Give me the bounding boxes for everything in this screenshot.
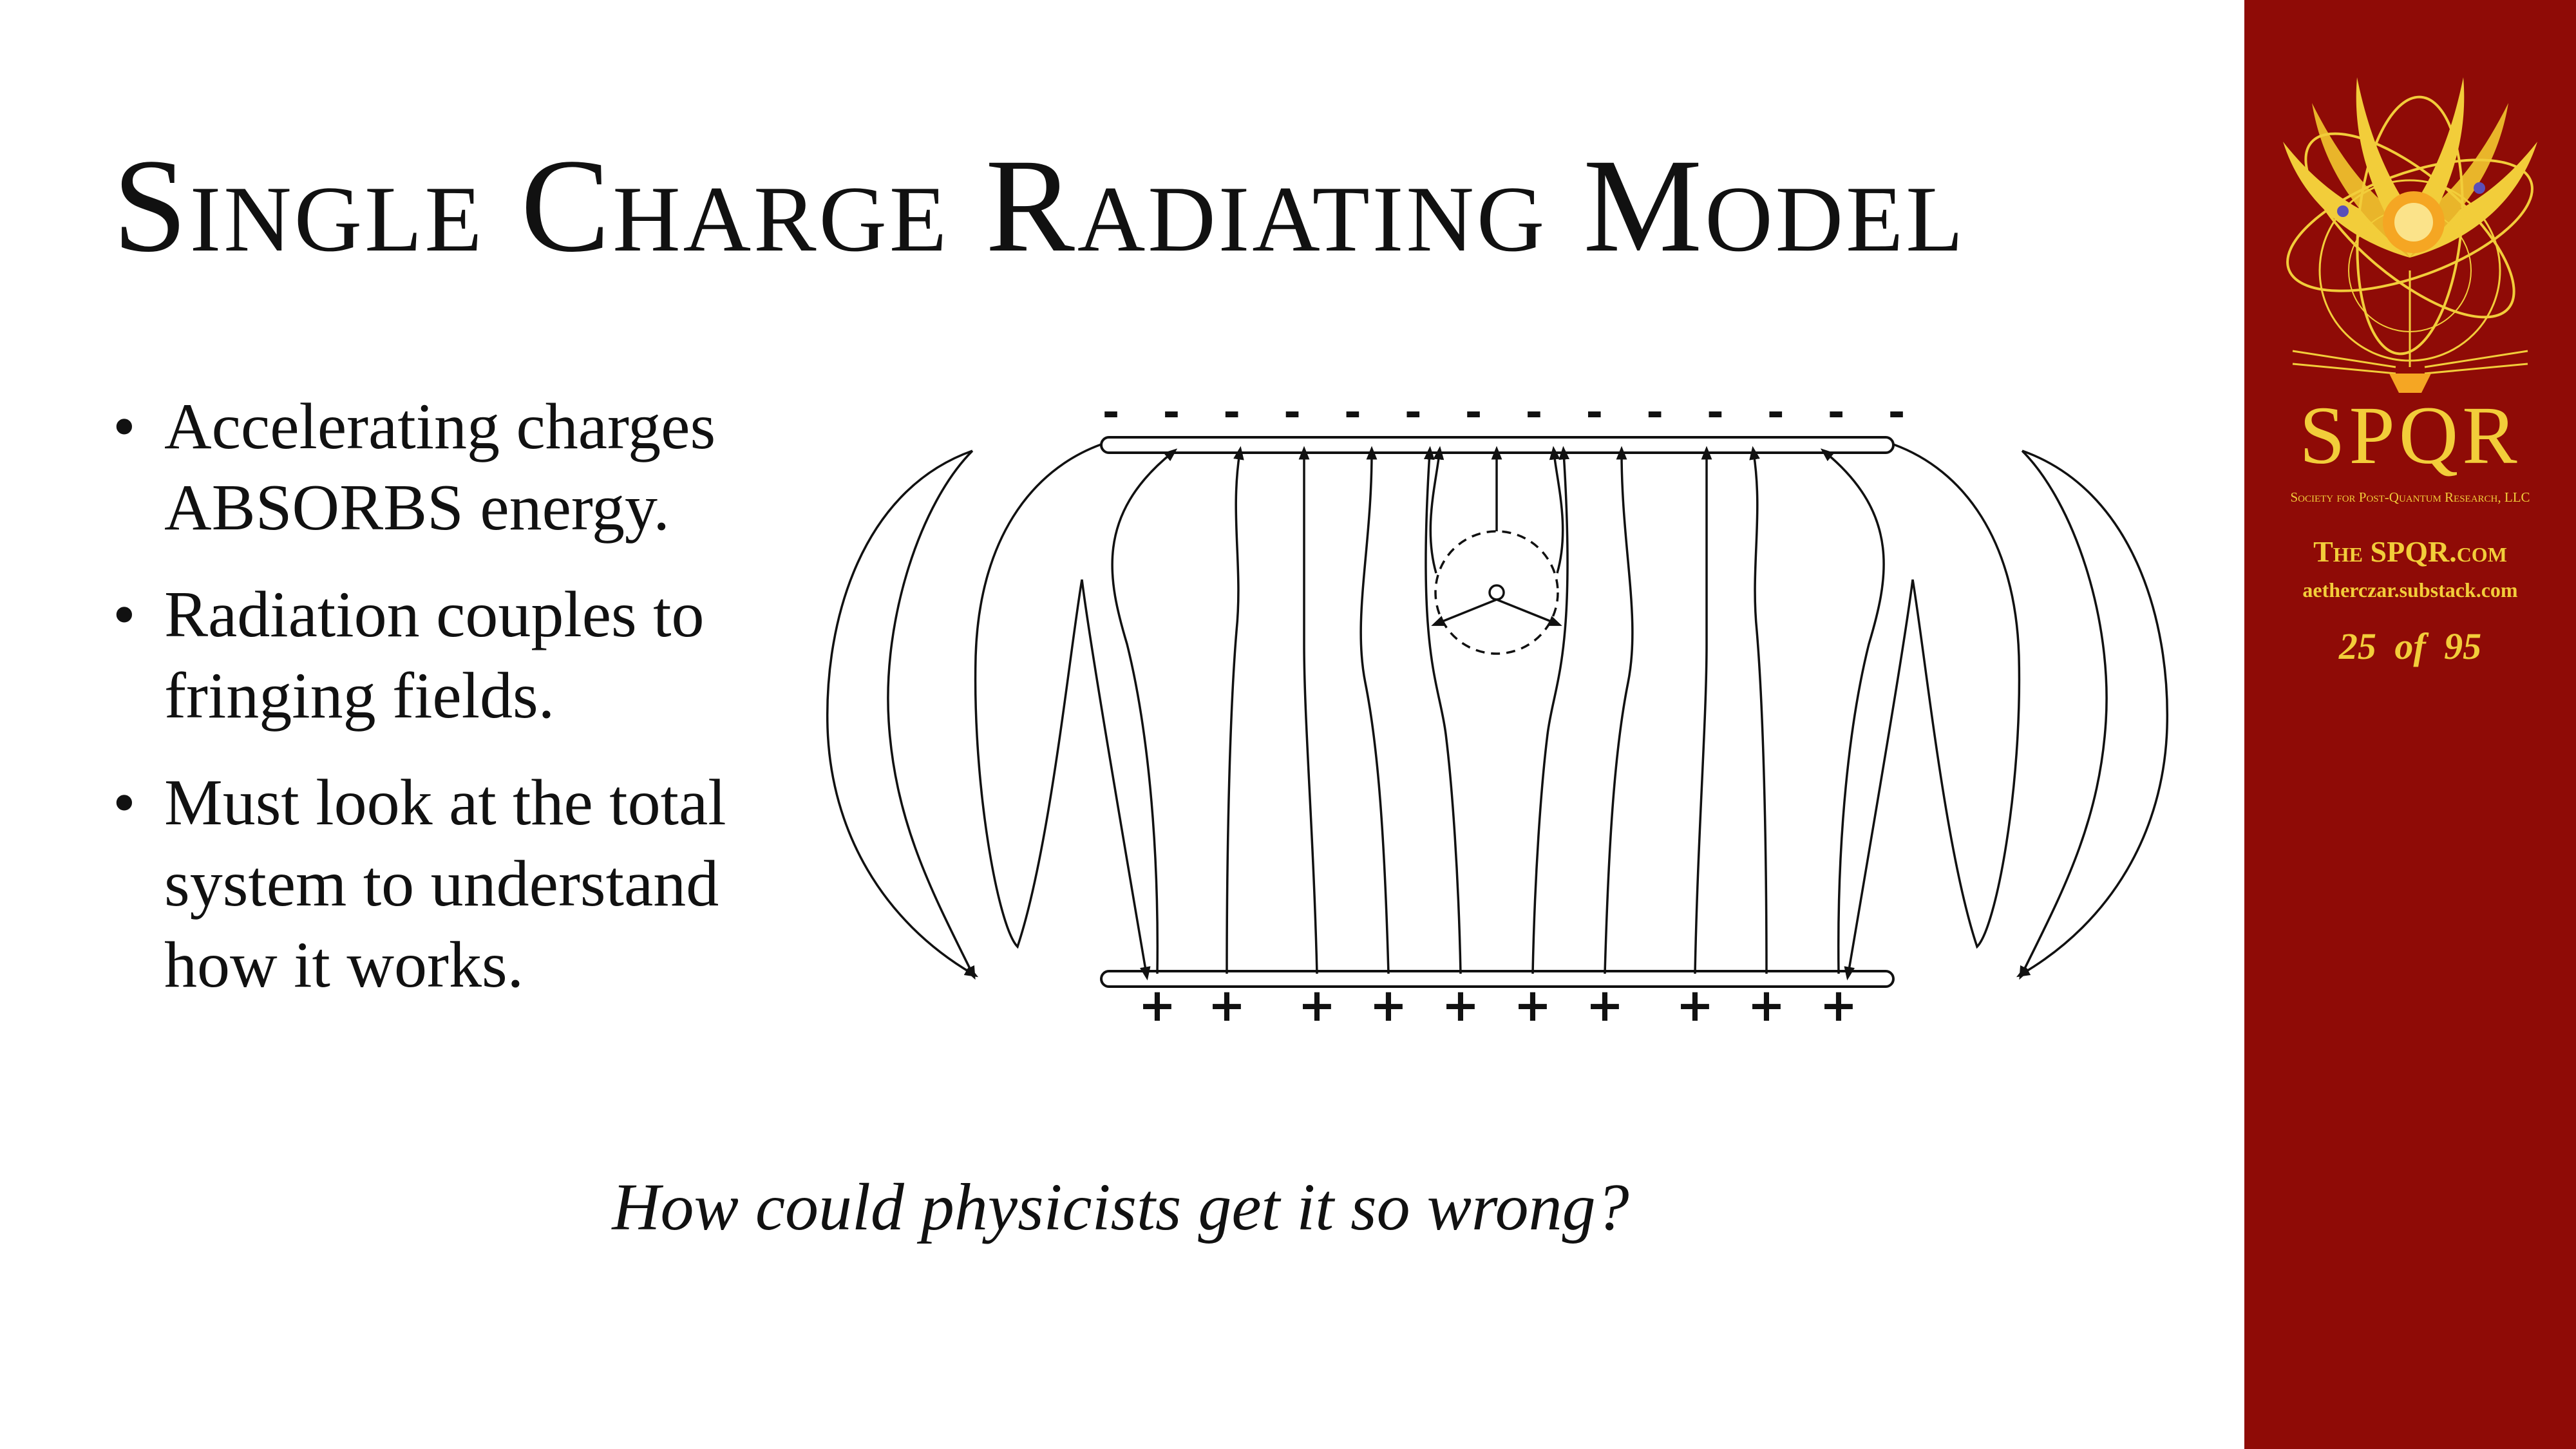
field-line — [1429, 446, 1444, 574]
field-line — [1694, 446, 1712, 974]
spqr-subtitle: Society for Post-Quantum Research, LLC — [2290, 489, 2530, 505]
negative-charge-sign: - — [1344, 389, 1361, 437]
negative-charge-sign: - — [1526, 389, 1543, 437]
radiating-charge — [1431, 530, 1562, 655]
negative-charge-sign: - — [1707, 389, 1724, 437]
negative-charge-sign: - — [1405, 389, 1422, 437]
field-line — [1844, 443, 2021, 981]
page-indicator: 25 of 95 — [2244, 625, 2576, 668]
bullet-text: Accelerating charges ABSORBS energy. — [164, 390, 716, 544]
bullet-dot: • — [113, 578, 136, 651]
charge-arrow — [1496, 598, 1562, 626]
top-charge-row: -------------- — [1103, 389, 1906, 437]
bullet-text: Must look at the total system to underst… — [164, 766, 726, 1001]
field-line — [1298, 446, 1318, 974]
field-line — [1820, 448, 1885, 974]
field-line — [826, 450, 979, 978]
negative-charge-sign: - — [1646, 389, 1663, 437]
spqr-name: SPQR — [2299, 390, 2521, 481]
bullet-dot: • — [113, 766, 136, 839]
page-of: of — [2394, 625, 2426, 667]
caption: How could physicists get it so wrong? — [612, 1170, 1629, 1244]
field-line — [2016, 450, 2169, 978]
field-line — [2019, 450, 2108, 980]
field-line — [1226, 446, 1244, 974]
bullet-dot: • — [113, 390, 136, 463]
bullet-list: • Accelerating charges ABSORBS energy. • R… — [113, 386, 834, 1032]
field-line — [887, 450, 976, 980]
field-line — [1111, 448, 1178, 974]
field-line — [1604, 446, 1634, 974]
page-current: 25 — [2338, 625, 2376, 667]
negative-charge-sign: - — [1223, 389, 1240, 437]
point-charge — [1488, 584, 1505, 601]
field-line — [974, 443, 1151, 981]
sidebar: SPQR Society for Post-Quantum Research, … — [2244, 0, 2576, 1449]
field-lines — [826, 443, 2169, 981]
bullet-item: • Radiation couples to fringing fields. — [113, 574, 834, 737]
substack-link: aetherczar.substack.com — [2302, 578, 2518, 601]
field-line — [1531, 446, 1570, 974]
field-line — [1359, 446, 1390, 974]
bullet-item: • Must look at the total system to unders… — [113, 762, 834, 1006]
negative-charge-sign: - — [1767, 389, 1785, 437]
negative-charge-sign: - — [1283, 389, 1301, 437]
bullet-item: • Accelerating charges ABSORBS energy. — [113, 386, 834, 549]
negative-charge-sign: - — [1465, 389, 1482, 437]
bullet-text: Radiation couples to fringing fields. — [164, 578, 705, 732]
field-line — [1423, 446, 1462, 974]
charge-arrow — [1431, 598, 1497, 626]
field-line — [1549, 446, 1564, 574]
field-line — [1749, 446, 1768, 974]
bottom-plate — [1100, 970, 1895, 988]
top-plate — [1100, 436, 1895, 454]
field-line-diagram: -------------- ++++++++++ — [826, 389, 2169, 1032]
negative-charge-sign: - — [1828, 389, 1845, 437]
negative-charge-sign: - — [1103, 389, 1120, 437]
page-total: 95 — [2444, 625, 2482, 667]
negative-charge-sign: - — [1163, 389, 1180, 437]
charge-orbit-circle — [1434, 530, 1559, 655]
slide-title: Single Charge Radiating Model — [113, 131, 1966, 279]
spqr-logo-emblem — [2283, 77, 2537, 393]
negative-charge-sign: - — [1586, 389, 1603, 437]
spqr-site: The SPQR.com — [2313, 535, 2507, 568]
negative-charge-sign: - — [1888, 389, 1906, 437]
